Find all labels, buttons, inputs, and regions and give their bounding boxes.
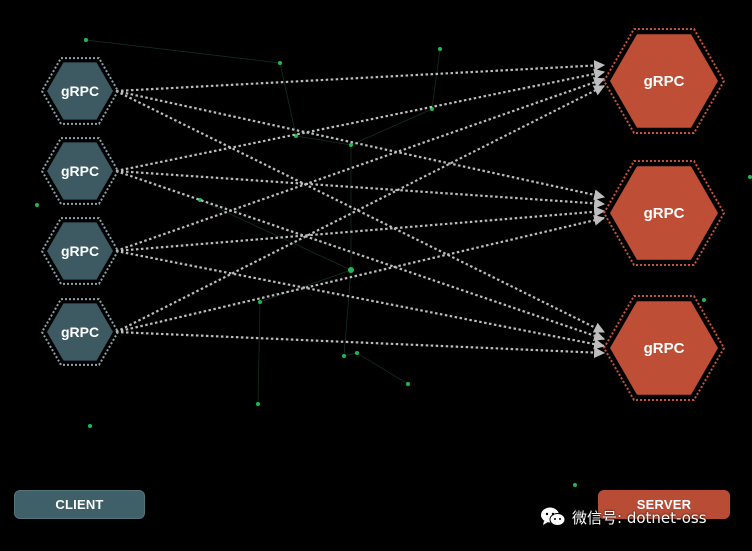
client-legend-button[interactable]: CLIENT <box>14 490 145 519</box>
server-nodes: gRPC gRPC gRPC <box>602 28 726 401</box>
server-node: gRPC <box>602 295 726 401</box>
client-hex-outline <box>40 298 120 366</box>
server-hex <box>610 301 718 395</box>
connection-line <box>115 89 606 201</box>
background-link <box>199 199 352 271</box>
background-particle <box>348 267 354 273</box>
connection-line <box>115 68 606 173</box>
server-legend-button[interactable]: SERVER <box>598 490 730 519</box>
connection-line <box>115 249 606 350</box>
client-hex-outline <box>40 137 120 205</box>
connection-line <box>115 77 606 253</box>
background-particle <box>438 47 442 51</box>
client-node: gRPC <box>40 137 120 205</box>
background-particle <box>88 424 92 428</box>
background-particle <box>35 203 39 207</box>
wechat-watermark: 微信号: dotnet-oss <box>540 506 707 528</box>
client-node: gRPC <box>40 298 120 366</box>
client-node-label: gRPC <box>61 83 99 99</box>
server-node-label: gRPC <box>644 340 685 357</box>
background-particle <box>702 298 706 302</box>
background-link <box>257 301 261 405</box>
background-link <box>85 39 281 64</box>
background-particle <box>278 61 282 65</box>
background-particle <box>256 402 260 406</box>
client-nodes: gRPC gRPC gRPC gRPC <box>40 57 120 366</box>
background-link <box>343 269 352 357</box>
background-link <box>295 135 352 146</box>
background-particle <box>258 300 262 304</box>
connection-lines <box>115 60 606 359</box>
server-hex-outline <box>602 28 726 134</box>
background-particle <box>355 351 359 355</box>
background-particle <box>349 143 353 147</box>
server-node: gRPC <box>602 28 726 134</box>
background-link <box>259 269 352 303</box>
client-node-label: gRPC <box>61 243 99 259</box>
server-hex-outline <box>602 160 726 266</box>
connection-line <box>115 85 605 333</box>
background-link <box>356 352 409 385</box>
server-hex-outline <box>602 295 726 401</box>
background-particle <box>748 175 752 179</box>
background-link <box>343 352 358 357</box>
server-hex <box>610 166 718 260</box>
client-hex <box>47 222 113 280</box>
connection-line <box>115 330 606 359</box>
background-particle <box>573 483 577 487</box>
client-hex-outline <box>40 57 120 125</box>
client-hex <box>47 303 113 361</box>
connection-line <box>115 169 606 209</box>
background-link <box>279 62 297 137</box>
connection-line <box>115 60 606 93</box>
wechat-icon <box>541 507 566 526</box>
client-hex <box>47 62 113 120</box>
background-link <box>431 48 441 110</box>
client-node-label: gRPC <box>61 163 99 179</box>
client-node: gRPC <box>40 57 120 125</box>
server-node-label: gRPC <box>644 205 685 222</box>
background-particle <box>84 38 88 42</box>
watermark-text: 微信号: dotnet-oss <box>572 508 707 527</box>
connection-line <box>115 169 606 341</box>
client-node: gRPC <box>40 217 120 285</box>
client-node-label: gRPC <box>61 324 99 340</box>
background-particle <box>342 354 346 358</box>
connection-line <box>115 206 606 253</box>
background-link <box>350 108 433 146</box>
client-hex-outline <box>40 217 120 285</box>
server-node: gRPC <box>602 160 726 266</box>
background-particle <box>294 134 298 138</box>
server-node-label: gRPC <box>644 73 685 90</box>
background-network <box>35 38 752 487</box>
client-hex <box>47 142 113 200</box>
background-particle <box>406 382 410 386</box>
server-hex <box>610 34 718 128</box>
connection-line <box>115 90 605 333</box>
connection-line <box>115 214 606 334</box>
